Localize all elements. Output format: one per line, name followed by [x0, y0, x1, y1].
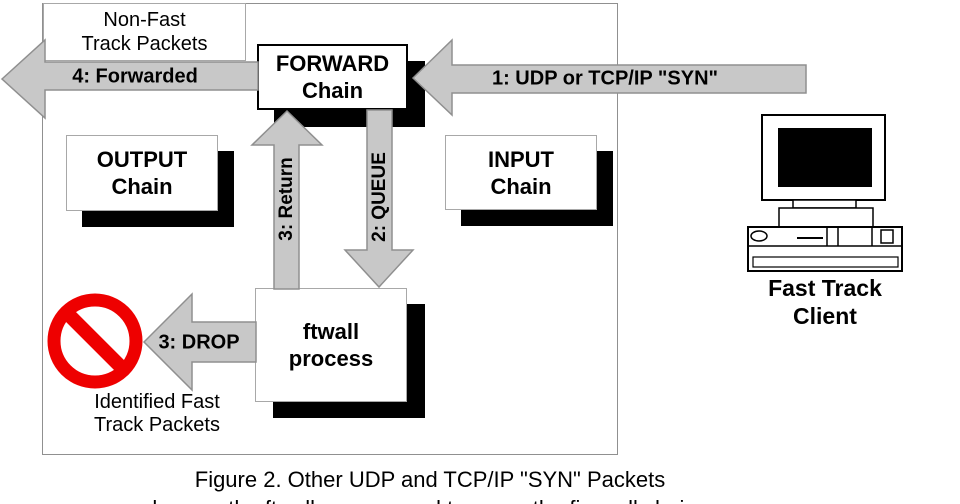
- case-vent: [752, 256, 899, 268]
- forward-chain-box: FORWARD Chain: [257, 44, 408, 110]
- firewall-diagram-frame: [42, 3, 618, 455]
- output-chain-box: OUTPUT Chain: [66, 135, 218, 211]
- queue-arrow-label: 2: QUEUE: [369, 152, 390, 242]
- client-label-line1: Fast Track: [768, 275, 882, 301]
- figure-caption: Figure 2. Other UDP and TCP/IP "SYN" Pac…: [194, 467, 666, 492]
- input-chain-box: INPUT Chain: [445, 135, 597, 210]
- syn-arrow: [411, 38, 807, 117]
- desktop-computer-icon: [747, 114, 903, 272]
- output-chain-label-line1: OUTPUT: [96, 147, 188, 172]
- forward-chain-label-line1: FORWARD: [275, 51, 390, 76]
- return-arrow-label: 3: Return: [276, 157, 297, 241]
- non-fast-label-line1: Non-Fast: [103, 9, 186, 31]
- input-chain-label-line2: Chain: [490, 173, 552, 199]
- non-fast-track-label-box: Non-Fast Track Packets: [43, 3, 246, 61]
- monitor-neck: [792, 199, 857, 209]
- forward-chain-label-line2: Chain: [301, 78, 364, 103]
- floppy-eject: [880, 229, 894, 244]
- monitor-stand: [778, 207, 874, 228]
- identified-packets-line2: Track Packets: [94, 414, 220, 436]
- ftwall-label-line1: ftwall: [302, 319, 360, 344]
- drop-arrow: [142, 292, 257, 392]
- power-button: [750, 230, 768, 242]
- output-chain-label-line2: Chain: [111, 174, 173, 199]
- queue-arrow: [343, 109, 415, 289]
- no-entry-icon: [47, 293, 143, 389]
- ftwall-label-line2: process: [288, 346, 374, 371]
- syn-arrow-label: 1: UDP or TCP/IP "SYN": [491, 67, 719, 90]
- forwarded-arrow: [0, 38, 259, 120]
- return-arrow: [250, 109, 324, 290]
- ftwall-process-box: ftwall process: [255, 288, 407, 402]
- identified-packets-label: Identified Fast Track Packets: [67, 391, 247, 437]
- identified-packets-line1: Identified Fast: [94, 391, 220, 413]
- forwarded-arrow-label: 4: Forwarded: [72, 65, 198, 88]
- input-chain-label-line1: INPUT: [488, 146, 554, 172]
- monitor-screen: [778, 128, 872, 187]
- figure-caption-line2-clipped: bypass the ftwall process and traverse t…: [30, 496, 830, 504]
- non-fast-label-line2: Track Packets: [81, 33, 208, 55]
- client-label-line2: Client: [793, 303, 857, 329]
- fast-track-client-label: Fast Track Client: [745, 274, 905, 330]
- drop-arrow-label: 3: DROP: [158, 331, 240, 354]
